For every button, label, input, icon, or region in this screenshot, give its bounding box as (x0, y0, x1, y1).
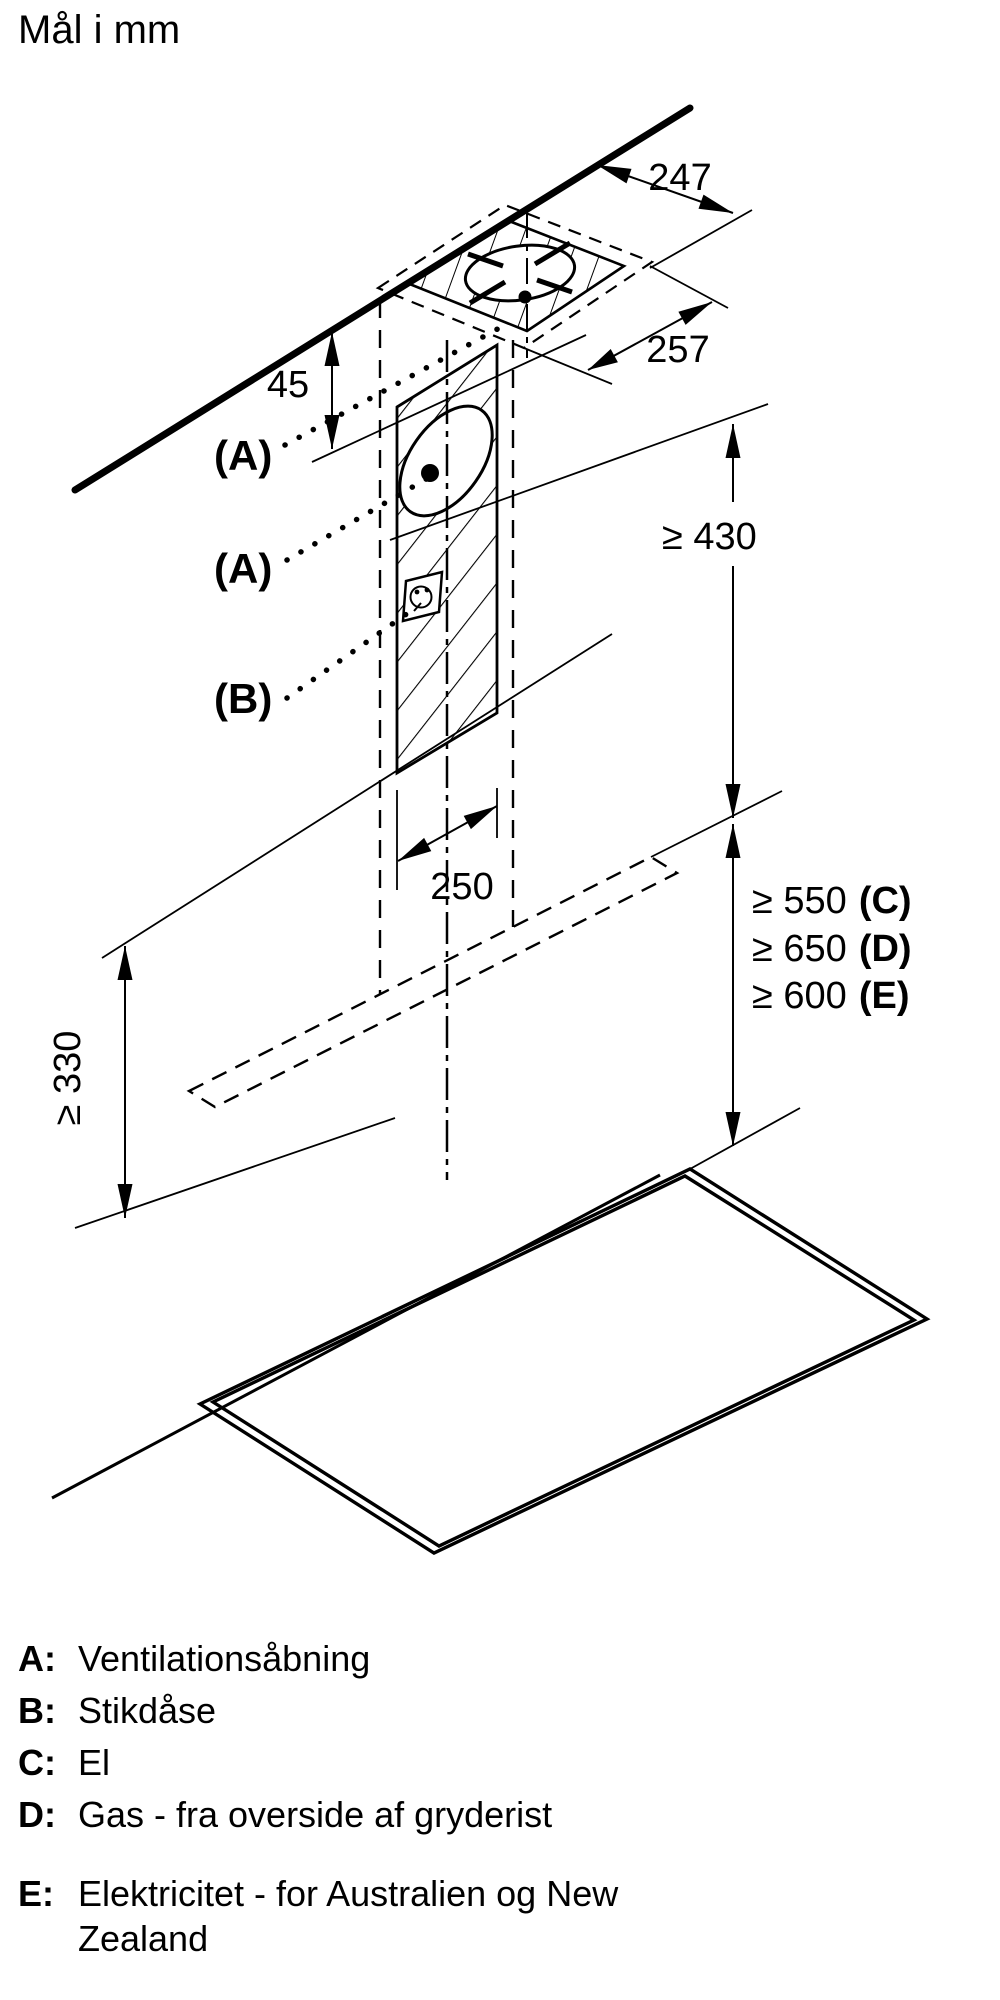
label-a2: (A) (214, 545, 272, 592)
legend-item-e: E: Elektricitet - for Australien og New … (18, 1871, 678, 1961)
dim-257-label: 257 (646, 329, 709, 371)
dim-250-label: 250 (430, 866, 493, 908)
legend-text-b: Stikdåse (78, 1690, 217, 1731)
extension-line-hob-top (689, 1107, 801, 1170)
dim-430: ≥ 430 (662, 424, 757, 818)
legend-key-b: B: (18, 1690, 56, 1731)
dim-600-label: ≥ 600(E) (752, 975, 909, 1017)
dim-650-label: ≥ 650(D) (752, 928, 912, 970)
legend-key-e: E: (18, 1873, 54, 1914)
extension-line-left-upper (101, 633, 613, 959)
legend-key-c: C: (18, 1742, 56, 1783)
legend-text-d: Gas - fra overside af gryderist (78, 1794, 553, 1835)
dim-330-label: ≥ 330 (47, 1031, 89, 1126)
label-b: (B) (214, 675, 272, 722)
hob-outer-edge (196, 1167, 931, 1555)
legend-item-a: A: Ventilationsåbning (18, 1636, 678, 1681)
dim-550-label: ≥ 550(C) (752, 880, 912, 922)
hob-inner-edge (209, 1174, 918, 1548)
leader-a1 (282, 323, 506, 448)
dim-45: 45 (267, 332, 340, 449)
plate-mark-dot (518, 290, 532, 304)
leader-lines (282, 323, 506, 701)
legend-item-d: D: Gas - fra overside af gryderist (18, 1792, 678, 1837)
dim-247-label: 247 (648, 157, 711, 199)
ceiling-line (71, 104, 694, 494)
legend-text-a: Ventilationsåbning (78, 1638, 371, 1679)
legend-text-e: Elektricitet - for Australien og New Zea… (78, 1873, 619, 1959)
legend-item-c: C: El (18, 1740, 678, 1785)
leader-b (284, 605, 418, 701)
legend: A: Ventilationsåbning B: Stikdåse C: El … (18, 1636, 678, 1968)
extension-line-canopy-top (650, 790, 783, 858)
page-title: Mål i mm (18, 8, 181, 52)
dim-45-label: 45 (267, 364, 309, 406)
dim-250: 250 (396, 788, 498, 908)
legend-key-d: D: (18, 1794, 56, 1835)
counter-wall-line (51, 1173, 661, 1500)
extension-line-left-lower (74, 1117, 396, 1229)
plate-hidden-outline (375, 203, 655, 350)
leader-a2 (284, 475, 431, 563)
legend-text-c: El (78, 1742, 111, 1783)
legend-key-a: A: (18, 1638, 56, 1679)
ceiling-mounting-plate (375, 203, 655, 358)
legend-item-b: B: Stikdåse (18, 1688, 678, 1733)
hood-canopy-hidden-outline (186, 855, 680, 1109)
label-a1: (A) (214, 432, 272, 479)
dim-330: ≥ 330 (47, 946, 133, 1218)
hob-outline (196, 1167, 931, 1555)
power-socket-icon (401, 570, 444, 623)
dim-247: 247 (596, 157, 753, 269)
dim-430-label: ≥ 430 (662, 516, 757, 558)
plate-center-marks (467, 240, 573, 306)
dim-257: 257 (523, 265, 729, 385)
dim-550-650-600: ≥ 550(C) ≥ 650(D) ≥ 600(E) (725, 824, 912, 1146)
